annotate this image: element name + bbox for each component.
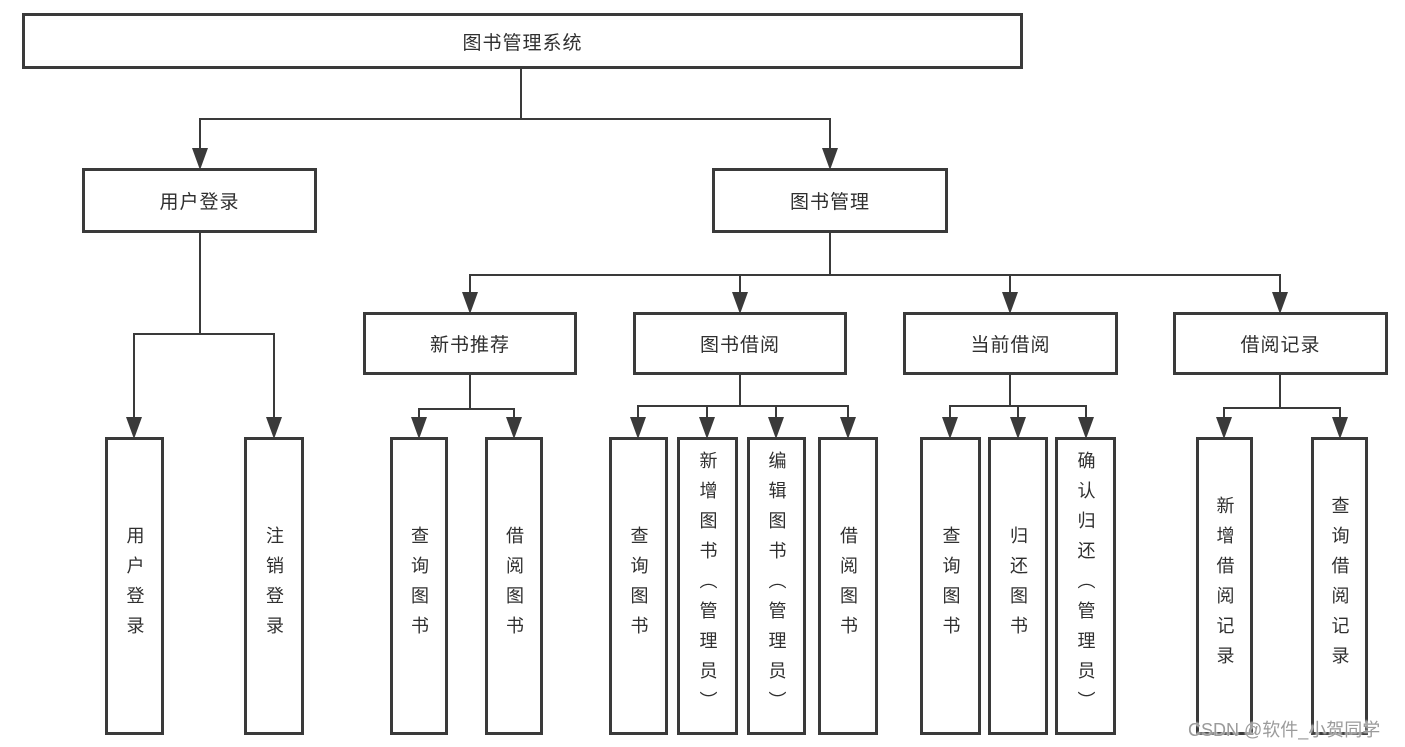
arrowheads-currentborrow-to-leaves (942, 417, 1094, 439)
leaf-confirm-return-admin: 确认归还（管理员） (1055, 437, 1116, 735)
csdn-watermark: CSDN @软件_小贺同学 (1188, 720, 1381, 740)
arrowheads-userlogin-to-leaves (126, 417, 282, 439)
connector-records-to-leaves (1223, 374, 1341, 419)
leaf-query-borrow-record-label: 查询借阅记录 (1329, 496, 1350, 676)
arrowheads-records-to-leaves (1216, 417, 1348, 439)
node-new-book-recommendation: 新书推荐 (363, 312, 577, 375)
node-root-system-label: 图书管理系统 (462, 32, 583, 54)
leaf-recommend-query-books-label: 查询图书 (409, 526, 429, 646)
leaf-borrow-books-label: 借阅图书 (838, 526, 858, 646)
node-borrowing-records: 借阅记录 (1173, 312, 1388, 375)
node-book-management-label: 图书管理 (789, 192, 870, 213)
leaf-recommend-query-books: 查询图书 (390, 437, 448, 735)
arrowheads-bookborrow-to-leaves (630, 417, 856, 439)
leaf-edit-books-admin: 编辑图书（管理员） (747, 437, 806, 735)
arrowheads-root-to-level2 (192, 148, 838, 170)
node-book-borrowing-label: 图书借阅 (699, 335, 780, 356)
leaf-borrowing-query-books: 查询图书 (609, 437, 668, 735)
node-new-book-recommendation-label: 新书推荐 (429, 335, 510, 356)
node-current-borrowing-label: 当前借阅 (970, 335, 1051, 356)
leaf-current-query-books: 查询图书 (920, 437, 981, 735)
arrowheads-newbooks-to-leaves (411, 417, 522, 439)
leaf-current-query-books-label: 查询图书 (940, 526, 961, 646)
node-borrowing-records-label: 借阅记录 (1240, 335, 1321, 356)
node-book-borrowing: 图书借阅 (633, 312, 847, 375)
leaf-add-books-admin-label: 新增图书（管理员） (697, 451, 718, 721)
leaf-user-login-label: 用户登录 (124, 526, 145, 646)
leaf-confirm-return-admin-label: 确认归还（管理员） (1075, 451, 1096, 721)
node-root-system: 图书管理系统 (22, 13, 1023, 69)
arrowheads-bookmgmt-to-level3 (462, 292, 1288, 314)
leaf-return-books-label: 归还图书 (1008, 526, 1028, 646)
leaf-borrowing-query-books-label: 查询图书 (628, 526, 649, 646)
node-user-login-label: 用户登录 (159, 192, 240, 213)
node-user-login: 用户登录 (82, 168, 317, 233)
connector-bookborrow-to-leaves (637, 374, 849, 419)
connector-userlogin-to-leaves (133, 231, 275, 419)
leaf-user-login: 用户登录 (105, 437, 164, 735)
leaf-edit-books-admin-label: 编辑图书（管理员） (766, 451, 787, 721)
leaf-query-borrow-record: 查询借阅记录 (1311, 437, 1368, 735)
leaf-borrow-books: 借阅图书 (818, 437, 878, 735)
connector-newbooks-to-leaves (418, 374, 515, 419)
leaf-add-borrow-record-label: 新增借阅记录 (1214, 496, 1235, 676)
leaf-logout: 注销登录 (244, 437, 304, 735)
connector-bookmgmt-to-level3 (469, 231, 1281, 294)
leaf-return-books: 归还图书 (988, 437, 1048, 735)
node-book-management: 图书管理 (712, 168, 948, 233)
leaf-recommend-borrow-books: 借阅图书 (485, 437, 543, 735)
leaf-add-borrow-record: 新增借阅记录 (1196, 437, 1253, 735)
leaf-recommend-borrow-books-label: 借阅图书 (504, 526, 524, 646)
leaf-add-books-admin: 新增图书（管理员） (677, 437, 738, 735)
connector-root-to-level2 (199, 69, 831, 150)
connector-currentborrow-to-leaves (949, 374, 1087, 419)
node-current-borrowing: 当前借阅 (903, 312, 1118, 375)
leaf-logout-label: 注销登录 (264, 526, 284, 646)
